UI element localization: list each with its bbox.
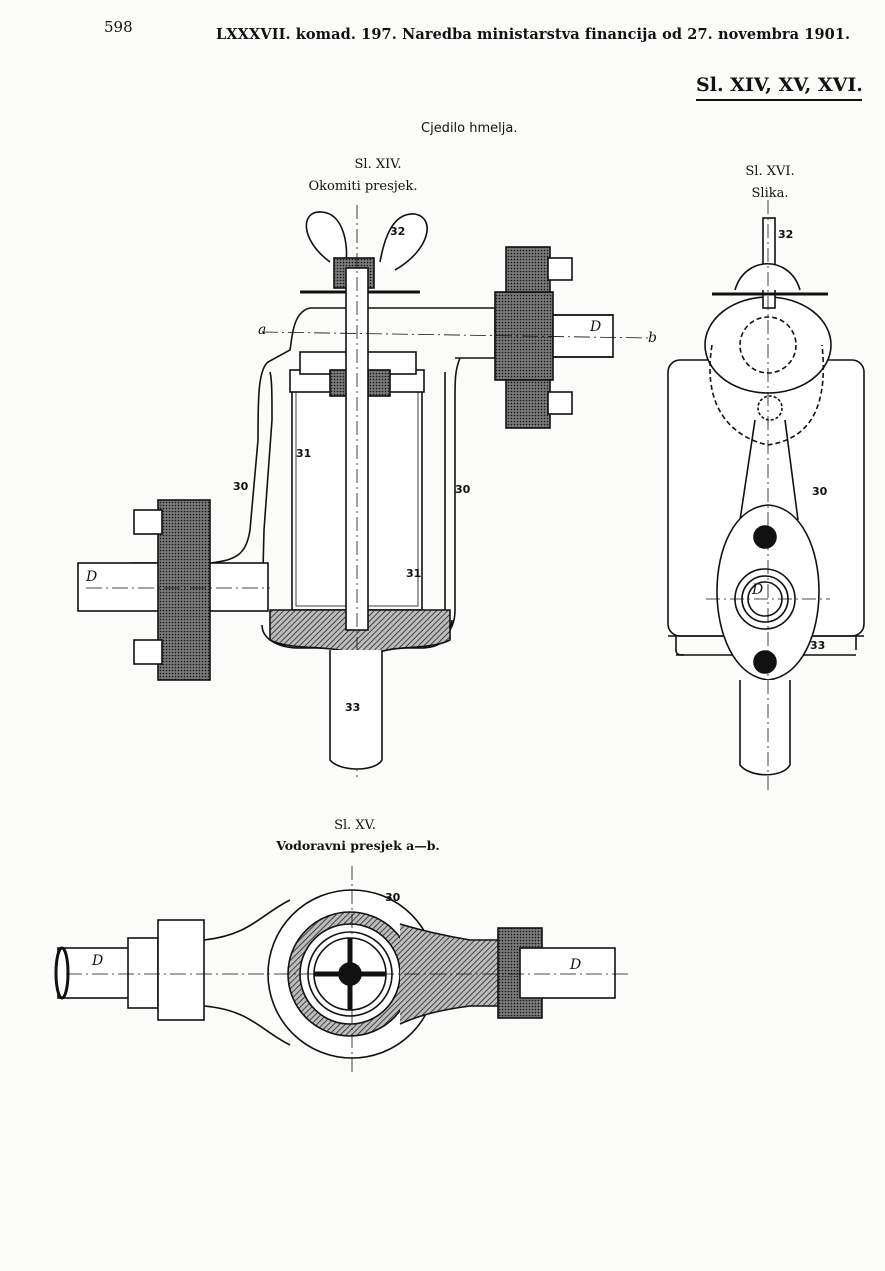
fig14-label-D-left: D	[86, 569, 98, 585]
main-title: Cjedilo hmelja.	[421, 121, 518, 136]
fig16-label-33: 33	[810, 639, 826, 652]
fig14-label-32: 32	[390, 225, 406, 238]
fig16-title: Sl. XVI.	[745, 164, 795, 179]
fig15-label-30: 30	[385, 891, 401, 904]
fig14-label-31-left: 31	[296, 447, 312, 460]
fig16-label-D: D	[752, 582, 764, 598]
fig16-drawing	[667, 200, 865, 790]
page-number: 598	[104, 18, 133, 36]
fig14-label-31-right: 31	[406, 567, 422, 580]
fig15-label-D-right: D	[570, 957, 582, 973]
fig16-label-32: 32	[778, 228, 794, 241]
fig14-subtitle: Okomiti presjek.	[308, 179, 418, 194]
fig14-label-33: 33	[345, 701, 361, 714]
fig16-label-30: 30	[812, 485, 828, 498]
fig14-title: Sl. XIV.	[354, 157, 402, 172]
fig15-title: Sl. XV.	[334, 818, 376, 833]
fig15-drawing	[54, 866, 630, 1075]
fig15-subtitle: Vodoravni presjek a—b.	[276, 838, 440, 853]
running-head: LXXXVII. komad. 197. Naredba ministarstv…	[216, 26, 851, 43]
fig14-drawing	[77, 205, 651, 780]
fig14-label-30-left: 30	[233, 480, 249, 493]
fig14-label-a: a	[258, 322, 267, 338]
fig14-label-D-top: D	[590, 319, 602, 335]
fig15-label-D-left: D	[92, 953, 104, 969]
fig14-label-30-right: 30	[455, 483, 471, 496]
plate-label: Sl. XIV, XV, XVI.	[696, 76, 863, 101]
fig14-label-b: b	[648, 330, 657, 346]
fig16-subtitle: Slika.	[751, 186, 789, 201]
